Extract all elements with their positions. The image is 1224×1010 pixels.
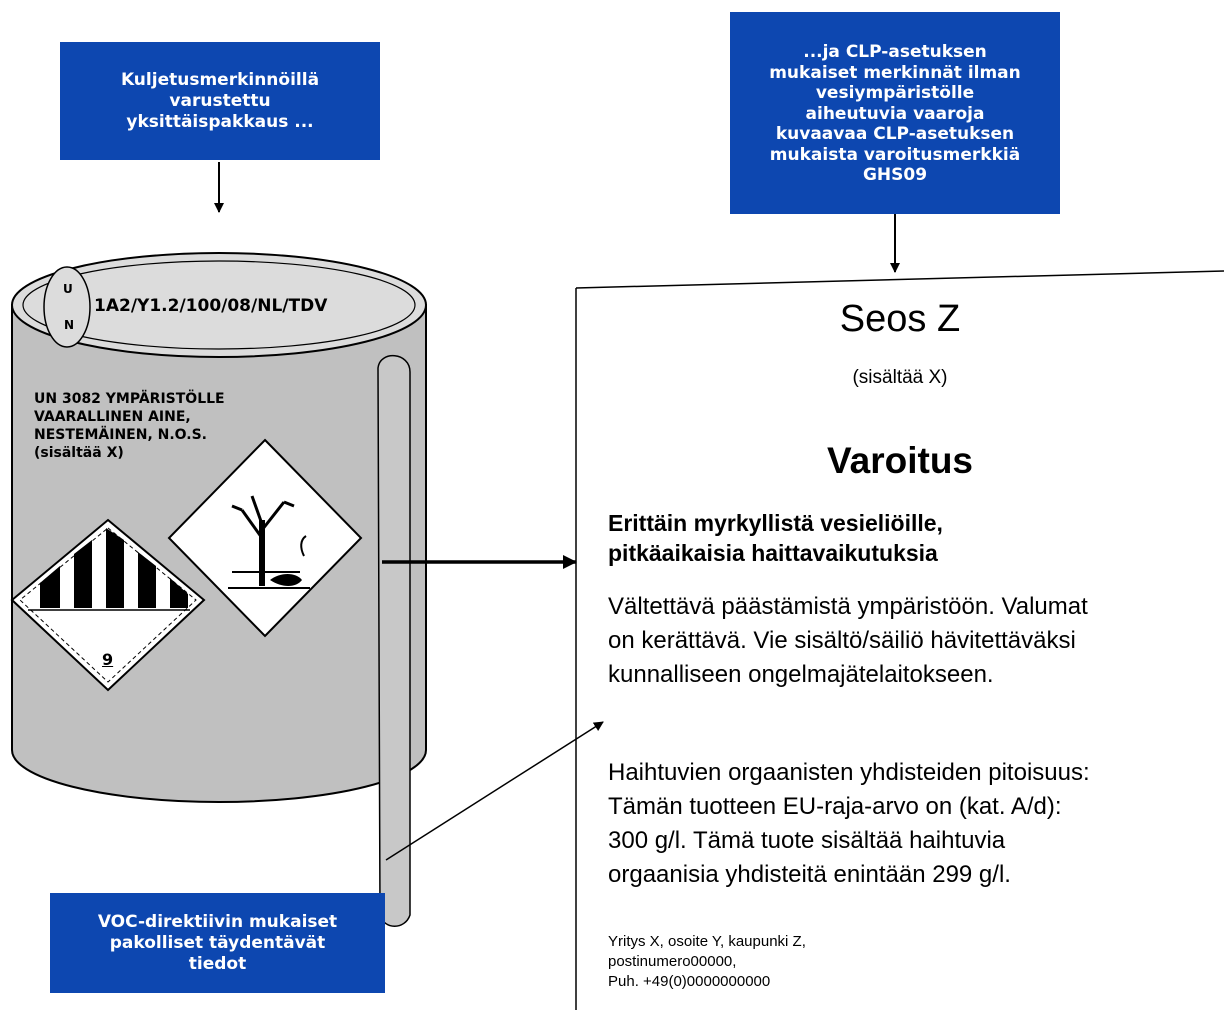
callout-voc: VOC-direktiivin mukaiset pakolliset täyd… — [50, 893, 385, 993]
callout-transport: Kuljetusmerkinnöillä varustettu yksittäi… — [60, 42, 380, 160]
supplier-line: postinumero00000, — [608, 953, 737, 970]
callout-line: mukaista varoitusmerkkiä — [769, 144, 1021, 165]
precautionary-statement: Vältettävä päästämistä ympäristöön. Valu… — [608, 590, 1088, 692]
drum-side-panel — [377, 354, 411, 927]
callout-line: VOC-direktiivin mukaiset — [97, 911, 338, 932]
shipping-name-line: (sisältää X) — [34, 445, 124, 461]
shipping-name-line: UN 3082 YMPÄRISTÖLLE — [34, 391, 225, 407]
callout-clp: ...ja CLP-asetuksen mukaiset merkinnät i… — [730, 12, 1060, 214]
callout-line: GHS09 — [862, 165, 928, 186]
packaging-code: 1A2/Y1.2/100/08/NL/TDV — [94, 296, 328, 316]
supplier-details: Yritys X, osoite Y, kaupunki Z, postinum… — [608, 932, 806, 992]
callout-line: mukaiset merkinnät ilman — [769, 62, 1021, 83]
voc-line: 300 g/l. Tämä tuote sisältää haihtuvia — [608, 827, 1006, 854]
product-contains: (sisältää X) — [852, 367, 948, 388]
supplier-line: Puh. +49(0)0000000000 — [608, 973, 771, 990]
callout-line: Kuljetusmerkinnöillä — [120, 69, 320, 90]
voc-line: Tämän tuotteen EU-raja-arvo on (kat. A/d… — [608, 793, 1062, 820]
hazard-class-number: 9 — [102, 650, 114, 669]
shipping-name-line: NESTEMÄINEN, N.O.S. — [34, 427, 207, 443]
product-name: Seos Z — [839, 298, 961, 340]
precautionary-line: kunnalliseen ongelmajätelaitokseen. — [608, 661, 994, 688]
hazard-statement-line: pitkäaikaisia haittavaikutuksia — [608, 540, 938, 566]
hazard-statement: Erittäin myrkyllistä vesieliöille, pitkä… — [608, 508, 943, 568]
un-packaging-mark — [43, 266, 91, 348]
callout-line: ...ja CLP-asetuksen — [803, 42, 987, 63]
drum-lid — [11, 252, 427, 358]
callout-line: pakolliset täydentävät — [109, 932, 326, 953]
un-mark-letter-u: U — [63, 282, 73, 296]
un-mark-letter-n: N — [64, 318, 75, 332]
drum-lid-rim — [22, 260, 416, 350]
callout-line: tiedot — [188, 953, 247, 974]
voc-arrow — [385, 721, 604, 861]
voc-line: orgaanisia yhdisteitä enintään 299 g/l. — [608, 861, 1011, 888]
signal-word: Varoitus — [827, 440, 973, 481]
callout-line: aiheutuvia vaaroja — [805, 103, 985, 124]
clp-label-frame — [575, 270, 1224, 1010]
environment-hazard-diamond-icon — [167, 438, 363, 638]
callout-line: vesiympäristölle — [815, 83, 975, 104]
callout-line: kuvaavaa CLP-asetuksen — [775, 124, 1015, 145]
shipping-name-line: VAARALLINEN AINE, — [34, 409, 191, 425]
shipping-name: UN 3082 YMPÄRISTÖLLE VAARALLINEN AINE, N… — [34, 390, 225, 462]
class-9-diamond-icon — [10, 518, 206, 692]
voc-information: Haihtuvien orgaanisten yhdisteiden pitoi… — [608, 756, 1090, 892]
callout-line: varustettu — [169, 90, 271, 111]
precautionary-line: on kerättävä. Vie sisältö/säiliö hävitet… — [608, 627, 1076, 654]
voc-line: Haihtuvien orgaanisten yhdisteiden pitoi… — [608, 759, 1090, 786]
callout-line: yksittäispakkaus ... — [126, 111, 314, 132]
precautionary-line: Vältettävä päästämistä ympäristöön. Valu… — [608, 593, 1088, 620]
supplier-line: Yritys X, osoite Y, kaupunki Z, — [608, 933, 806, 950]
hazard-statement-line: Erittäin myrkyllistä vesieliöille, — [608, 510, 943, 536]
